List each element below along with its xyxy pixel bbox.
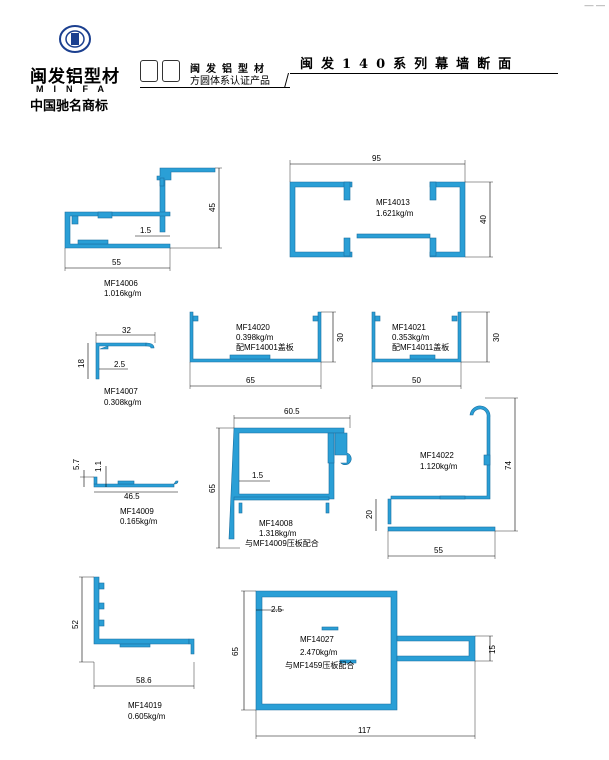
label-mf14013-code: MF14013	[376, 198, 410, 207]
label-mf14020-weight: 0.398kg/m	[236, 333, 274, 342]
label-mf14027-note: 与MF1459压板配合	[285, 660, 354, 670]
dim-mf14007-2: 2.5	[114, 360, 126, 369]
cert-q-icon	[162, 60, 180, 82]
label-mf14021-weight: 0.353kg/m	[392, 333, 430, 342]
dim-mf14022-2: 55	[434, 546, 443, 555]
label-mf14021-code: MF14021	[392, 323, 426, 332]
cert-r-icon	[140, 60, 158, 82]
dim-mf14006-2: 55	[112, 258, 121, 267]
dim-mf14009-2: 46.5	[124, 492, 140, 501]
label-mf14008-note: 与MF14009压板配合	[245, 538, 319, 548]
dim-mf14027-0: 2.5	[271, 605, 283, 614]
dim-mf14006-1: 1.5	[140, 226, 152, 235]
header-rule-long	[290, 73, 558, 74]
dim-mf14021-1: 50	[412, 376, 421, 385]
label-mf14022-weight: 1.120kg/m	[420, 462, 458, 471]
dim-mf14009-0: 5.7	[72, 458, 81, 470]
label-mf14021-note: 配MF14011盖板	[392, 342, 449, 352]
dim-mf14019-1: 58.6	[136, 676, 152, 685]
dim-mf14022-1: 20	[365, 510, 374, 519]
dim-mf14027-3: 117	[358, 726, 371, 735]
profile-mf14021: 30 50 MF14021 0.353kg/m 配MF14011盖板	[371, 311, 501, 389]
corner-mark: — —	[584, 0, 605, 10]
profile-mf14020: 30 65 MF14020 0.398kg/m 配MF14001盖板	[189, 311, 345, 389]
dim-mf14007-1: 18	[77, 359, 86, 368]
label-mf14027-code: MF14027	[300, 635, 334, 644]
label-mf14019-code: MF14019	[128, 701, 162, 710]
profile-mf14007: 32 18 2.5 MF14007 0.308kg/m	[77, 326, 156, 407]
cert-brand-text: 闽发铝型材	[190, 64, 270, 75]
trademark-text: 中国驰名商标	[30, 99, 109, 114]
brand-logo-icon	[58, 24, 92, 54]
dim-mf14020-1: 65	[246, 376, 255, 385]
profile-mf14008: 60.5 65 1.5 MF14008 1.318kg/m 与MF14009压板…	[208, 407, 352, 549]
profile-mf14019: 52 58.6 MF14019 0.605kg/m	[71, 576, 195, 721]
label-mf14022-code: MF14022	[420, 451, 454, 460]
label-mf14007-code: MF14007	[104, 387, 138, 396]
profile-mf14022: 74 20 55 MF14022 1.120kg/m	[365, 397, 518, 559]
dim-mf14008-1: 65	[208, 484, 217, 493]
dim-mf14006-0: 45	[208, 203, 217, 212]
label-mf14013-weight: 1.621kg/m	[376, 209, 414, 218]
profile-mf14013: 95 40 MF14013 1.621kg/m	[289, 154, 493, 258]
label-mf14007-weight: 0.308kg/m	[104, 398, 142, 407]
label-mf14009-weight: 0.165kg/m	[120, 517, 158, 526]
dim-mf14008-2: 1.5	[252, 471, 264, 480]
dim-mf14027-1: 65	[231, 647, 240, 656]
label-mf14019-weight: 0.605kg/m	[128, 712, 166, 721]
label-mf14006-weight: 1.016kg/m	[104, 289, 142, 298]
label-mf14006-code: MF14006	[104, 279, 138, 288]
brand-name: 闽发铝型材	[30, 67, 120, 87]
label-mf14009-code: MF14009	[120, 507, 154, 516]
profile-mf14009: 5.7 1.1 46.5 MF14009 0.165kg/m	[72, 458, 179, 526]
label-mf14020-note: 配MF14001盖板	[236, 342, 294, 352]
profile-mf14006: 45 1.5 55 MF14006 1.016kg/m	[64, 167, 222, 298]
dim-mf14007-0: 32	[122, 326, 131, 335]
cert-system-text: 方圆体系认证产品	[190, 76, 270, 87]
dim-mf14027-2: 15	[488, 645, 497, 654]
dim-mf14013-0: 95	[372, 154, 381, 163]
dim-mf14013-1: 40	[479, 215, 488, 224]
profile-mf14027: 2.5 65 15 117 MF14027 2.470kg/m 与MF1459压…	[231, 590, 497, 739]
brand-name-en: MINFA	[36, 84, 114, 94]
dim-mf14022-0: 74	[504, 461, 513, 470]
label-mf14008-weight: 1.318kg/m	[259, 529, 297, 538]
header-rule	[140, 87, 290, 88]
label-mf14008-code: MF14008	[259, 519, 293, 528]
label-mf14027-weight: 2.470kg/m	[300, 648, 338, 657]
label-mf14020-code: MF14020	[236, 323, 270, 332]
dim-mf14008-0: 60.5	[284, 407, 300, 416]
dim-mf14009-1: 1.1	[94, 460, 103, 472]
dim-mf14021-0: 30	[492, 333, 501, 342]
page-title: 闽发140系列幕墙断面	[300, 57, 520, 72]
dim-mf14019-0: 52	[71, 620, 80, 629]
dim-mf14020-0: 30	[336, 333, 345, 342]
